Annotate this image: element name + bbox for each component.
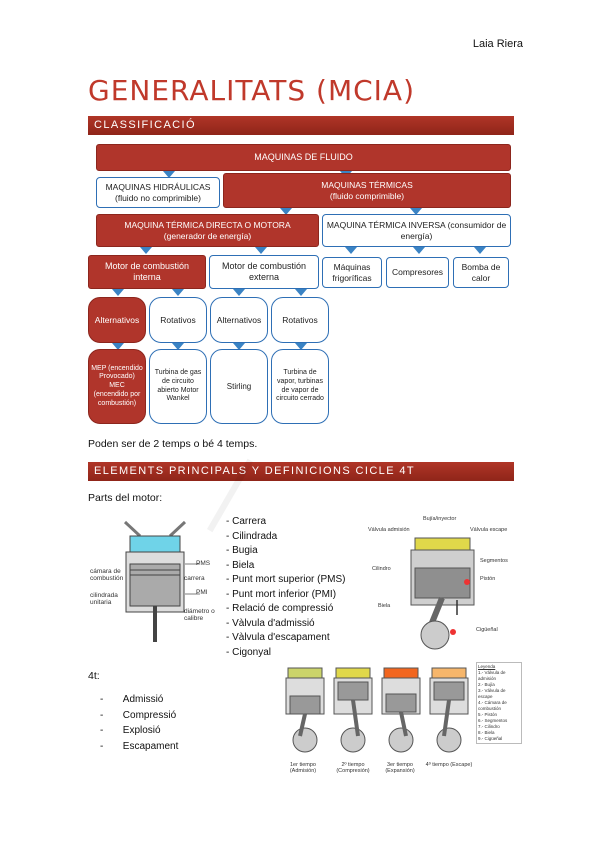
- node-stirling: Stirling: [210, 349, 268, 424]
- label-val-esc: Válvula escape: [470, 527, 508, 533]
- label-val-adm: Válvula admisión: [368, 527, 410, 533]
- label-pms: PMS: [196, 560, 211, 567]
- section-header-elements: ELEMENTS PRINCIPALS Y DEFINICIONS CICLE …: [88, 462, 514, 481]
- node-compresores: Compresores: [386, 257, 449, 288]
- arrow-icon: [172, 343, 184, 350]
- arrow-icon: [233, 343, 245, 350]
- arrow-icon: [410, 208, 422, 215]
- arrow-icon: [295, 343, 307, 350]
- arrow-icon: [345, 247, 357, 254]
- label-bujia: Bujía/inyector: [423, 516, 457, 522]
- node-combustion-externa: Motor de combustión externa: [209, 255, 319, 289]
- label-camara: cámara de combustión: [90, 568, 124, 582]
- stroke-label: 4º tiempo (Escape): [425, 762, 473, 768]
- node-maquinas-fluido: MAQUINAS DE FLUIDO: [96, 144, 511, 171]
- cycle-title: 4t:: [88, 670, 100, 682]
- list-item: - Cigonyal: [226, 646, 272, 658]
- arrow-icon: [163, 171, 175, 178]
- node-maquinas-hidraulicas: MAQUINAS HIDRÁULICAS (fluido no comprimi…: [96, 177, 220, 208]
- legend-title: Leyenda: [478, 664, 496, 669]
- author-name: Laia Riera: [472, 38, 523, 50]
- legend-box: Leyenda 1.- Válvula de admisión 2.- Bují…: [476, 662, 522, 744]
- legend-item: 9.- Cigüeñal: [478, 736, 503, 741]
- label-diametro: diámetro o calibre: [184, 608, 215, 622]
- list-item: - Compressió: [100, 709, 177, 721]
- list-item: - Relació de compressió: [226, 603, 334, 614]
- engine-section-figure: [123, 520, 200, 642]
- label-segmentos: Segmentos: [480, 558, 508, 564]
- arrow-icon: [413, 247, 425, 254]
- list-item: - Punt mort inferior (PMI): [226, 588, 337, 600]
- list-item: - Carrera: [226, 516, 267, 527]
- node-alternativos-externa: Alternativos: [210, 297, 268, 343]
- four-stroke-figure: [285, 667, 469, 753]
- legend-item: 6.- Segmentos: [478, 718, 508, 723]
- legend-item: 4.- Cámara de combustión: [478, 700, 507, 711]
- label-ciguenal: Cigüeñal: [476, 627, 498, 633]
- list-item: - Admissió: [100, 694, 164, 705]
- list-item: - Vàlvula d'escapament: [226, 632, 330, 643]
- node-mep-mec: MEP (encendido Provocado) MEC (encendido…: [88, 349, 146, 424]
- arrow-icon: [112, 289, 124, 296]
- stroke-4-drawing: [429, 667, 469, 753]
- arrow-icon: [295, 289, 307, 296]
- node-alternativos-interna: Alternativos: [88, 297, 146, 343]
- stroke-3-drawing: [381, 667, 421, 753]
- legend-item: 7.- Cilindro: [478, 724, 500, 729]
- stroke-label: 3er tiempo (Expansión): [385, 762, 415, 774]
- legend-item: 8.- Biela: [478, 730, 495, 735]
- node-maquinas-termicas: MAQUINAS TÉRMICAS (fluido comprimible): [223, 173, 511, 208]
- label-piston: Pistón: [480, 576, 496, 582]
- node-rotativos-externa: Rotativos: [271, 297, 329, 343]
- node-termica-inversa: MAQUINA TÉRMICA INVERSA (consumidor de e…: [322, 214, 511, 247]
- legend-item: 5.- Pistón: [478, 712, 498, 717]
- parts-list: - Carrera - Cilindrada - Bugia - Biela -…: [226, 515, 345, 660]
- node-combustion-interna: Motor de combustión interna: [88, 255, 206, 289]
- legend-item: 3.- Válvula de escape: [478, 688, 506, 699]
- parts-title: Parts del motor:: [88, 492, 163, 504]
- list-item: - Punt mort superior (PMS): [226, 574, 346, 585]
- node-turbina-gas: Turbina de gas de circuito abierto Motor…: [149, 349, 207, 424]
- arrow-icon: [172, 289, 184, 296]
- node-turbina-vapor: Turbina de vapor, turbinas de vapor de c…: [271, 349, 329, 424]
- list-item: - Bugia: [226, 545, 258, 556]
- label-cilindrada: cilindrada unitaria: [90, 592, 118, 606]
- legend-item: 2.- Bujía: [478, 682, 495, 687]
- piston-figure: [410, 537, 475, 650]
- list-item: - Vàlvula d'admissió: [226, 617, 315, 629]
- cycle-list: - Admissió - Compressió - Explosió - Esc…: [100, 692, 178, 754]
- arrow-icon: [233, 289, 245, 296]
- node-rotativos-interna: Rotativos: [149, 297, 207, 343]
- stroke-2-drawing: [333, 667, 373, 753]
- list-item: - Escapament: [100, 740, 179, 752]
- legend-item: 1.- Válvula de admisión: [478, 670, 506, 681]
- cylinder-drawing: [123, 520, 200, 642]
- label-pmi: PMI: [196, 589, 208, 596]
- tempos-note: Poden ser de 2 temps o bé 4 temps.: [88, 438, 258, 450]
- arrow-icon: [112, 343, 124, 350]
- stroke-label: 2º tiempo (Compresión): [336, 762, 370, 774]
- list-item: - Cilindrada: [226, 530, 278, 542]
- stroke-label: 1er tiempo (Admisión): [289, 762, 317, 774]
- arrow-icon: [255, 247, 267, 254]
- label-carrera: carrera: [184, 575, 205, 582]
- label-cilindro: Cilindro: [372, 566, 391, 572]
- node-termica-directa: MAQUINA TÉRMICA DIRECTA O MOTORA (genera…: [96, 214, 319, 247]
- label-biela: Biela: [378, 603, 391, 609]
- list-item: - Biela: [226, 559, 255, 571]
- arrow-icon: [140, 247, 152, 254]
- section-header-classificacio: CLASSIFICACIÓ: [88, 116, 514, 135]
- page-title: GENERALITATS (MCIA): [88, 74, 416, 107]
- node-maquinas-frigorificas: Máquinas frigoríficas: [322, 257, 382, 288]
- list-item: - Explosió: [100, 725, 161, 736]
- arrow-icon: [280, 208, 292, 215]
- arrow-icon: [474, 247, 486, 254]
- node-bomba-calor: Bomba de calor: [453, 257, 509, 288]
- stroke-1-drawing: [285, 667, 325, 753]
